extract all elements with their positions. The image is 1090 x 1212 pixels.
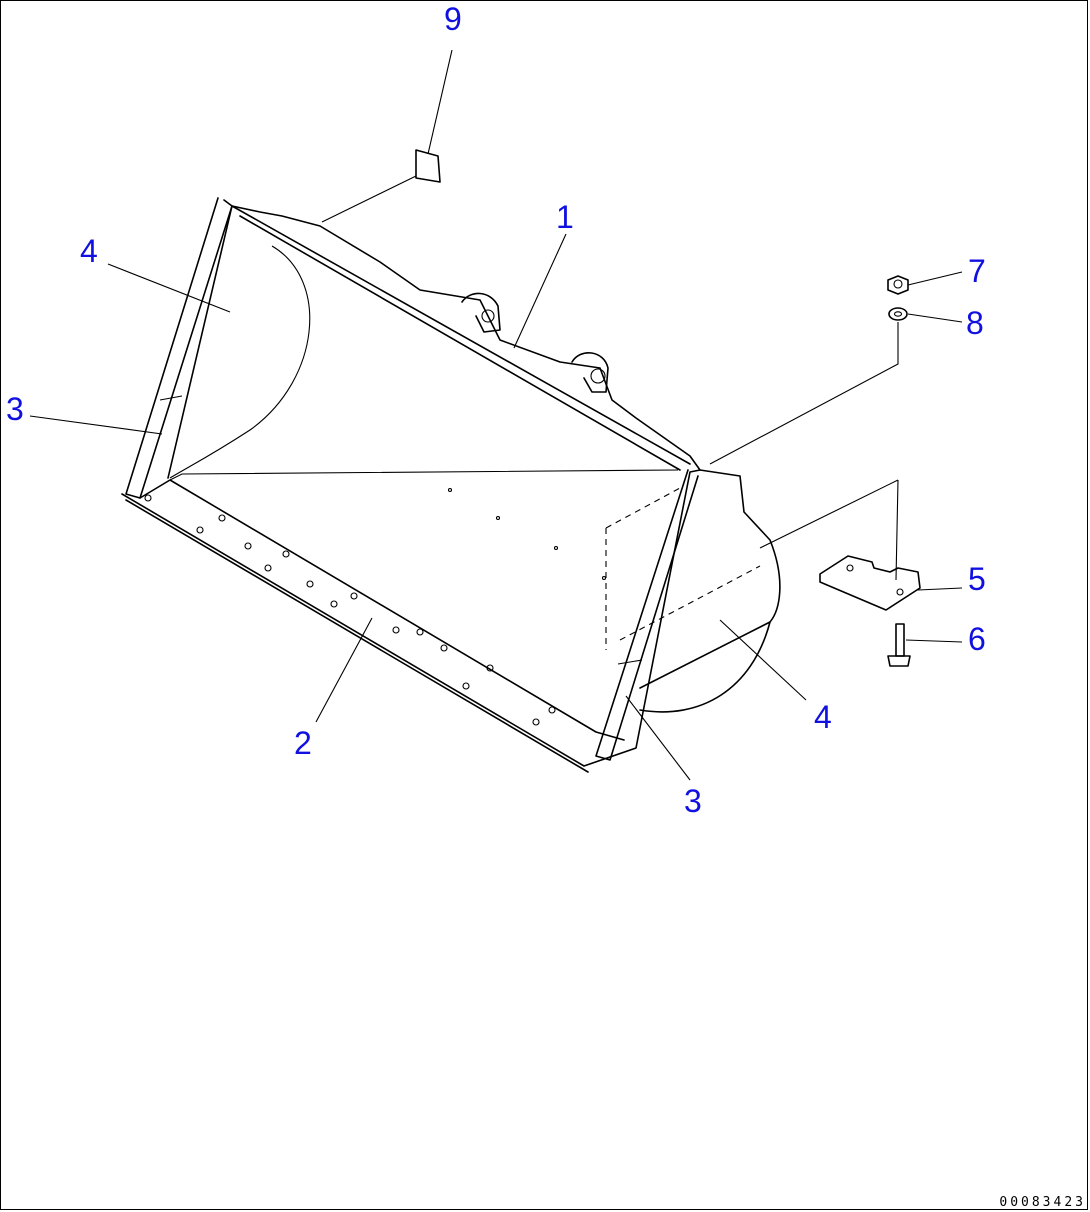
bolt bbox=[887, 623, 911, 667]
nut bbox=[887, 275, 909, 295]
bucket-body bbox=[121, 197, 781, 773]
callout-5: 5 bbox=[968, 561, 986, 597]
callout-7: 7 bbox=[968, 253, 986, 289]
shim-plate bbox=[819, 555, 921, 611]
callout-4-left: 4 bbox=[80, 233, 98, 269]
callout-4-right: 4 bbox=[814, 699, 832, 735]
callout-1: 1 bbox=[556, 199, 574, 235]
callout-2: 2 bbox=[294, 725, 312, 761]
callout-6: 6 bbox=[968, 621, 986, 657]
callout-3-left: 3 bbox=[6, 391, 24, 427]
label-plate bbox=[415, 149, 441, 183]
callout-3-right: 3 bbox=[684, 783, 702, 819]
leader-lines bbox=[29, 49, 963, 781]
drawing-code: 00083423 bbox=[999, 1195, 1086, 1210]
callout-9: 9 bbox=[444, 1, 462, 37]
washer bbox=[888, 307, 908, 321]
callout-8: 8 bbox=[966, 305, 984, 341]
